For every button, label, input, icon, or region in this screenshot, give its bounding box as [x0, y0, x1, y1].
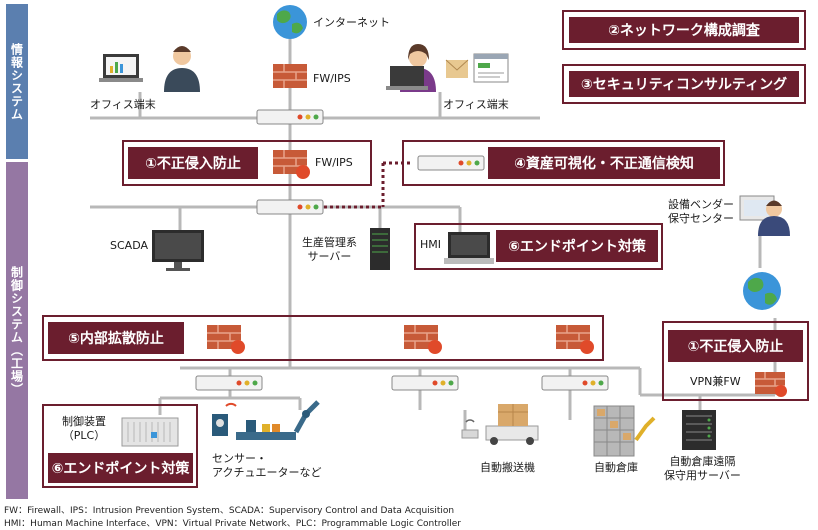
office-left-label: オフィス端末	[90, 98, 156, 111]
control-system-bar: 制御システム（工場）	[6, 162, 28, 499]
switch-icon-mid	[256, 199, 324, 215]
hmi-endpoint-frame	[414, 223, 663, 270]
switch-icon-monitor	[417, 155, 485, 171]
firewall-icon-lateral-1	[207, 325, 245, 354]
remote-server-label: 自動倉庫遠隔 保守用サーバー	[664, 455, 741, 482]
auto-warehouse-icon	[593, 405, 656, 457]
fw-ips-label-mid: FW/IPS	[315, 156, 353, 169]
scada-monitor-icon	[152, 230, 204, 271]
office-right-laptop-icon	[386, 66, 428, 90]
sensor-actuator-icon	[212, 400, 320, 440]
vendor-center-label: 設備ベンダー 保守センター	[668, 198, 734, 225]
production-server-icon	[370, 228, 390, 270]
scada-label: SCADA	[110, 239, 148, 252]
firewall-icon-lateral-2	[404, 325, 442, 354]
plc-label: 制御装置 （PLC）	[62, 415, 106, 442]
info-system-bar: 情報システム	[6, 4, 28, 159]
vendor-globe-icon	[743, 272, 781, 310]
firewall-icon-mid	[273, 150, 310, 179]
intrusion-prevention-badge-vpn: ①不正侵入防止	[668, 330, 803, 362]
footnote-line-1: FW：Firewall、IPS：Intrusion Prevention Sys…	[4, 506, 455, 516]
production-server-label: 生産管理系 サーバー	[302, 236, 357, 263]
plc-device-icon	[121, 417, 179, 447]
asset-visualization-frame	[402, 140, 725, 186]
switch-icon-plc	[195, 375, 263, 391]
hmi-label: HMI	[420, 238, 442, 251]
sensor-actuator-label: センサー・ アクチュエーターなど	[212, 452, 322, 479]
endpoint-badge-plc: ⑥エンドポイント対策	[48, 453, 193, 483]
security-consulting-box: ③セキュリティコンサルティング	[562, 64, 806, 104]
switch-icon-warehouse	[541, 375, 609, 391]
intrusion-prevention-frame-vpn	[662, 321, 809, 401]
switch-icon-top	[256, 109, 324, 125]
switch-icon-agv	[391, 375, 459, 391]
security-consulting-badge: ③セキュリティコンサルティング	[569, 71, 799, 97]
asset-visualization-badge: ④資産可視化・不正通信検知	[488, 147, 720, 179]
internet-label: インターネット	[313, 16, 390, 29]
fw-ips-label-top: FW/IPS	[313, 72, 351, 85]
auto-warehouse-label: 自動倉庫	[594, 461, 638, 474]
network-survey-badge: ②ネットワーク構成調査	[569, 17, 799, 43]
vpn-fw-label: VPN兼FW	[690, 375, 741, 388]
office-left-person-icon	[164, 46, 200, 92]
intrusion-prevention-frame-mid	[122, 140, 372, 186]
firewall-icon-vpn	[755, 372, 787, 397]
plc-endpoint-frame	[42, 404, 198, 488]
endpoint-badge-hmi: ⑥エンドポイント対策	[496, 230, 658, 262]
office-left-laptop-icon	[99, 54, 143, 82]
intrusion-prevention-badge-mid: ①不正侵入防止	[128, 147, 258, 179]
hmi-monitor-icon	[444, 232, 494, 264]
agv-robot-icon	[461, 404, 539, 445]
network-survey-box: ②ネットワーク構成調査	[562, 10, 806, 50]
remote-server-icon	[682, 410, 716, 450]
lateral-spread-frame	[42, 315, 604, 361]
browser-icon	[473, 53, 509, 83]
office-right-label: オフィス端末	[443, 98, 509, 111]
firewall-icon-lateral-3	[556, 325, 594, 354]
lateral-spread-badge: ⑤内部拡散防止	[48, 322, 184, 354]
vendor-person-icon	[758, 200, 790, 236]
internet-globe-icon	[273, 5, 307, 39]
agv-label: 自動搬送機	[480, 461, 535, 474]
footnote-line-2: HMI：Human Machine Interface、VPN：Virtual …	[4, 519, 461, 529]
firewall-icon-top	[273, 64, 307, 88]
mail-icon	[445, 59, 469, 78]
